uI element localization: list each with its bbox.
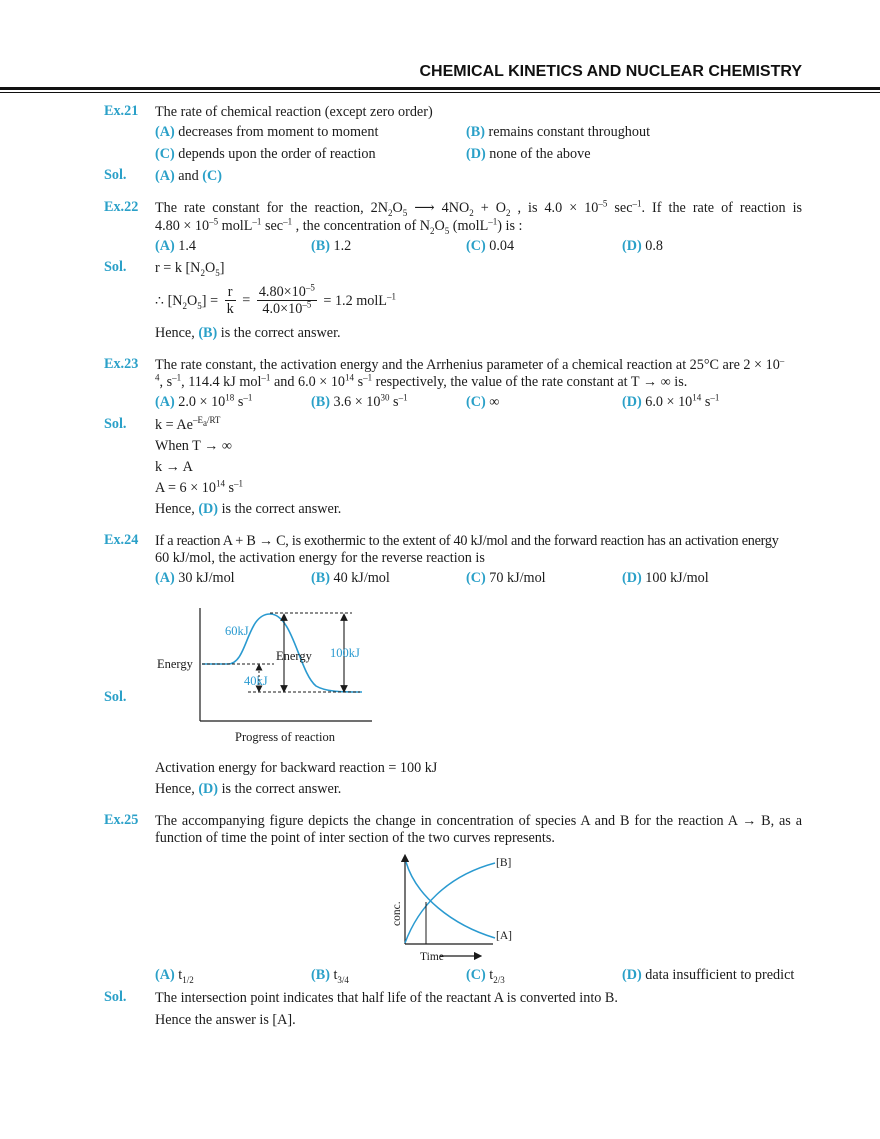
reverse-activation-label: 100kJ bbox=[330, 646, 360, 660]
solution-label: Sol. bbox=[104, 689, 127, 705]
solution-line2: Hence the answer is [A]. bbox=[155, 1012, 296, 1028]
energy-profile-diagram: Energy Progress of reaction Energy 60kJ … bbox=[157, 608, 372, 744]
x-axis-label: Progress of reaction bbox=[235, 730, 336, 744]
solution-label: Sol. bbox=[104, 989, 127, 1005]
solution-line1: The intersection point indicates that ha… bbox=[155, 990, 618, 1006]
option-key: (A) bbox=[155, 124, 175, 140]
forward-activation-label: 60kJ bbox=[225, 624, 249, 638]
option-c: (C) 70 kJ/mol bbox=[466, 570, 546, 586]
option-text: none of the above bbox=[489, 146, 591, 162]
option-d: (D) data insufficient to predict bbox=[622, 967, 795, 983]
question-text-line1: The rate constant, the activation energy… bbox=[155, 355, 785, 373]
solution-label: Sol. bbox=[104, 259, 127, 275]
question-text-line2: 60 kJ/mol, the activation energy for the… bbox=[155, 550, 485, 566]
option-text: remains constant throughout bbox=[488, 124, 651, 140]
option-c: (C) ∞ bbox=[466, 394, 500, 410]
solution-conclusion: Hence, (D) is the correct answer. bbox=[155, 501, 342, 517]
option-text: decreases from moment to moment bbox=[178, 124, 379, 140]
solution-text: (A) and (C) bbox=[155, 168, 222, 184]
header-rule-thick bbox=[0, 87, 880, 90]
option-d: (D) 0.8 bbox=[622, 238, 663, 254]
y-axis-label: conc. bbox=[391, 901, 403, 926]
solution-line2: When T → ∞ bbox=[155, 438, 232, 454]
solution-conclusion: Hence, (B) is the correct answer. bbox=[155, 325, 341, 341]
option-c: (C) t2/3 bbox=[466, 967, 505, 985]
option-a: (A) t1/2 bbox=[155, 967, 194, 985]
option-d: (D) 6.0 × 1014 s–1 bbox=[622, 392, 720, 410]
option-b: (B) remains constant throughout bbox=[466, 124, 650, 141]
question-text-line2: 4, s–1, 114.4 kJ mol–1 and 6.0 × 1014 s–… bbox=[155, 372, 688, 390]
option-c: (C) depends upon the order of reaction bbox=[155, 146, 376, 163]
option-key: (B) bbox=[466, 124, 485, 140]
x-axis-label: Time bbox=[420, 951, 444, 963]
option-a: (A) decreases from moment to moment bbox=[155, 124, 378, 141]
option-a: (A) 1.4 bbox=[155, 238, 196, 254]
solution-line1: k = Ae–Ea/RT bbox=[155, 415, 221, 433]
option-d: (D) 100 kJ/mol bbox=[622, 570, 709, 586]
option-b: (B) 3.6 × 1030 s–1 bbox=[311, 392, 408, 410]
question-text-line2: 4.80 × 10–5 molL–1 sec–1 , the concentra… bbox=[155, 216, 523, 236]
header-title: CHEMICAL KINETICS AND NUCLEAR CHEMISTRY bbox=[419, 63, 802, 80]
option-b: (B) t3/4 bbox=[311, 967, 349, 985]
solution-line4: A = 6 × 1014 s–1 bbox=[155, 478, 244, 496]
curve-a bbox=[405, 861, 496, 939]
solution-line1: r = k [N2O5] bbox=[155, 260, 225, 278]
solution-conclusion: Hence, (D) is the correct answer. bbox=[155, 781, 342, 797]
curve-b bbox=[404, 862, 496, 944]
question-text: The rate of chemical reaction (except ze… bbox=[155, 104, 433, 120]
solution-label: Sol. bbox=[104, 416, 127, 432]
question-text-line1: If a reaction A + B → C, is exothermic t… bbox=[155, 533, 779, 549]
question-label: Ex.22 bbox=[104, 199, 139, 215]
concentration-time-graph: [B] [A] Time conc. bbox=[391, 853, 512, 963]
option-key: (D) bbox=[466, 146, 486, 162]
question-text-line1: The accompanying figure depicts the chan… bbox=[155, 813, 802, 829]
solution-line1: Activation energy for backward reaction … bbox=[155, 760, 438, 776]
energy-mid-label: Energy bbox=[276, 649, 313, 663]
solution-line3: k → A bbox=[155, 459, 193, 475]
question-label: Ex.24 bbox=[104, 532, 139, 548]
enthalpy-change-label: 40kJ bbox=[244, 674, 268, 688]
energy-curve bbox=[202, 613, 363, 693]
curve-b-label: [B] bbox=[496, 857, 511, 869]
solution-label: Sol. bbox=[104, 167, 127, 183]
curve-a-label: [A] bbox=[496, 930, 512, 942]
option-a: (A) 2.0 × 1018 s–1 bbox=[155, 392, 253, 410]
option-c: (C) 0.04 bbox=[466, 238, 515, 254]
option-b: (B) 40 kJ/mol bbox=[311, 570, 390, 586]
y-axis-label: Energy bbox=[157, 657, 194, 671]
header-rule-thin bbox=[0, 92, 880, 93]
option-d: (D) none of the above bbox=[466, 146, 591, 163]
question-label: Ex.23 bbox=[104, 356, 139, 372]
question-text-line2: function of time the point of inter sect… bbox=[155, 830, 555, 846]
option-a: (A) 30 kJ/mol bbox=[155, 570, 235, 586]
question-text-line1: The rate constant for the reaction, 2N2O… bbox=[155, 198, 803, 218]
option-b: (B) 1.2 bbox=[311, 238, 352, 254]
question-label: Ex.25 bbox=[104, 812, 139, 828]
question-label: Ex.21 bbox=[104, 103, 139, 119]
option-key: (C) bbox=[155, 146, 175, 162]
option-text: depends upon the order of reaction bbox=[178, 146, 376, 162]
